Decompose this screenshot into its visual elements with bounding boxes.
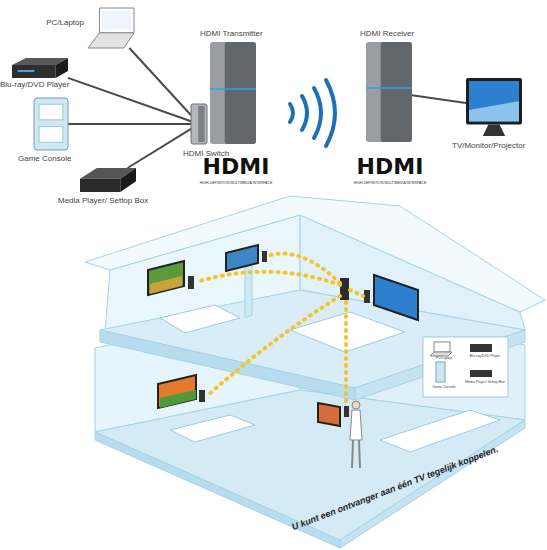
device-label: HDMI Receiver: [360, 29, 440, 38]
counter: [380, 410, 500, 452]
hdmi-cable: [412, 95, 466, 103]
inset-label: PC/Laptop: [425, 356, 463, 361]
floor-edge: [95, 432, 340, 548]
tv: [374, 275, 418, 320]
tv-image: [160, 390, 196, 408]
hdmi-logo: HDMI: [352, 155, 428, 178]
device-node: HDMI Transmitter: [210, 42, 256, 144]
tv: [148, 261, 184, 295]
device-icon: [80, 168, 136, 192]
tv: [158, 375, 196, 408]
device-node: Media Player/ Settop Box: [80, 168, 136, 192]
device-node: TV/Monitor/Projector: [466, 78, 522, 136]
logo-tagline: HIGH-DEFINITION MULTIMEDIA INTERFACE: [352, 181, 428, 186]
device-node: Game Console: [34, 98, 68, 150]
wireless-waves: [290, 80, 335, 146]
device-node: Blu-ray/DVD Player: [12, 58, 68, 78]
device-label: Blu-ray/DVD Player: [0, 80, 90, 89]
hdmi-cable: [128, 129, 192, 168]
tv: [318, 403, 340, 426]
device-icon: [366, 42, 412, 142]
hdmi-cable: [68, 123, 191, 125]
device-label: PC/Laptop: [36, 18, 84, 27]
device-icon: [210, 42, 256, 144]
tv: [226, 245, 258, 271]
device-label: TV/Monitor/Projector: [452, 141, 542, 150]
wifi-signal: [196, 254, 363, 404]
inset-label: Blu-ray/DVD Player: [464, 354, 506, 359]
logo-tagline: HIGH-DEFINITION MULTIMEDIA INTERFACE: [198, 181, 274, 186]
device-icon: [88, 8, 134, 48]
receiver: [262, 251, 267, 262]
person: [350, 401, 362, 468]
receiver: [188, 276, 194, 289]
device-node: PC/Laptop: [88, 8, 134, 48]
tv-image: [150, 276, 182, 294]
hdmi-logo: HDMI: [198, 155, 274, 178]
device-node: HDMI Switch: [191, 104, 207, 144]
receiver: [344, 406, 349, 417]
inset-label: Game Console: [425, 385, 463, 390]
chair: [160, 305, 240, 333]
device-label: Media Player/ Settop Box: [58, 196, 168, 205]
hdmi-cable: [68, 78, 191, 121]
sofa: [170, 415, 255, 442]
hdmi-cable: [129, 48, 191, 115]
device-node: HDMI Receiver: [366, 42, 412, 142]
device-label: HDMI Transmitter: [200, 29, 280, 38]
device-icon: [12, 58, 68, 78]
device-icon: [34, 98, 68, 150]
receiver: [199, 390, 205, 402]
device-icon: [191, 104, 207, 144]
inset-box: [423, 337, 508, 397]
inset-icons: [430, 342, 492, 382]
device-icon: [466, 78, 522, 136]
device-label: Game Console: [18, 154, 88, 163]
inset-label: Media Player/ Settop Box: [464, 380, 506, 385]
